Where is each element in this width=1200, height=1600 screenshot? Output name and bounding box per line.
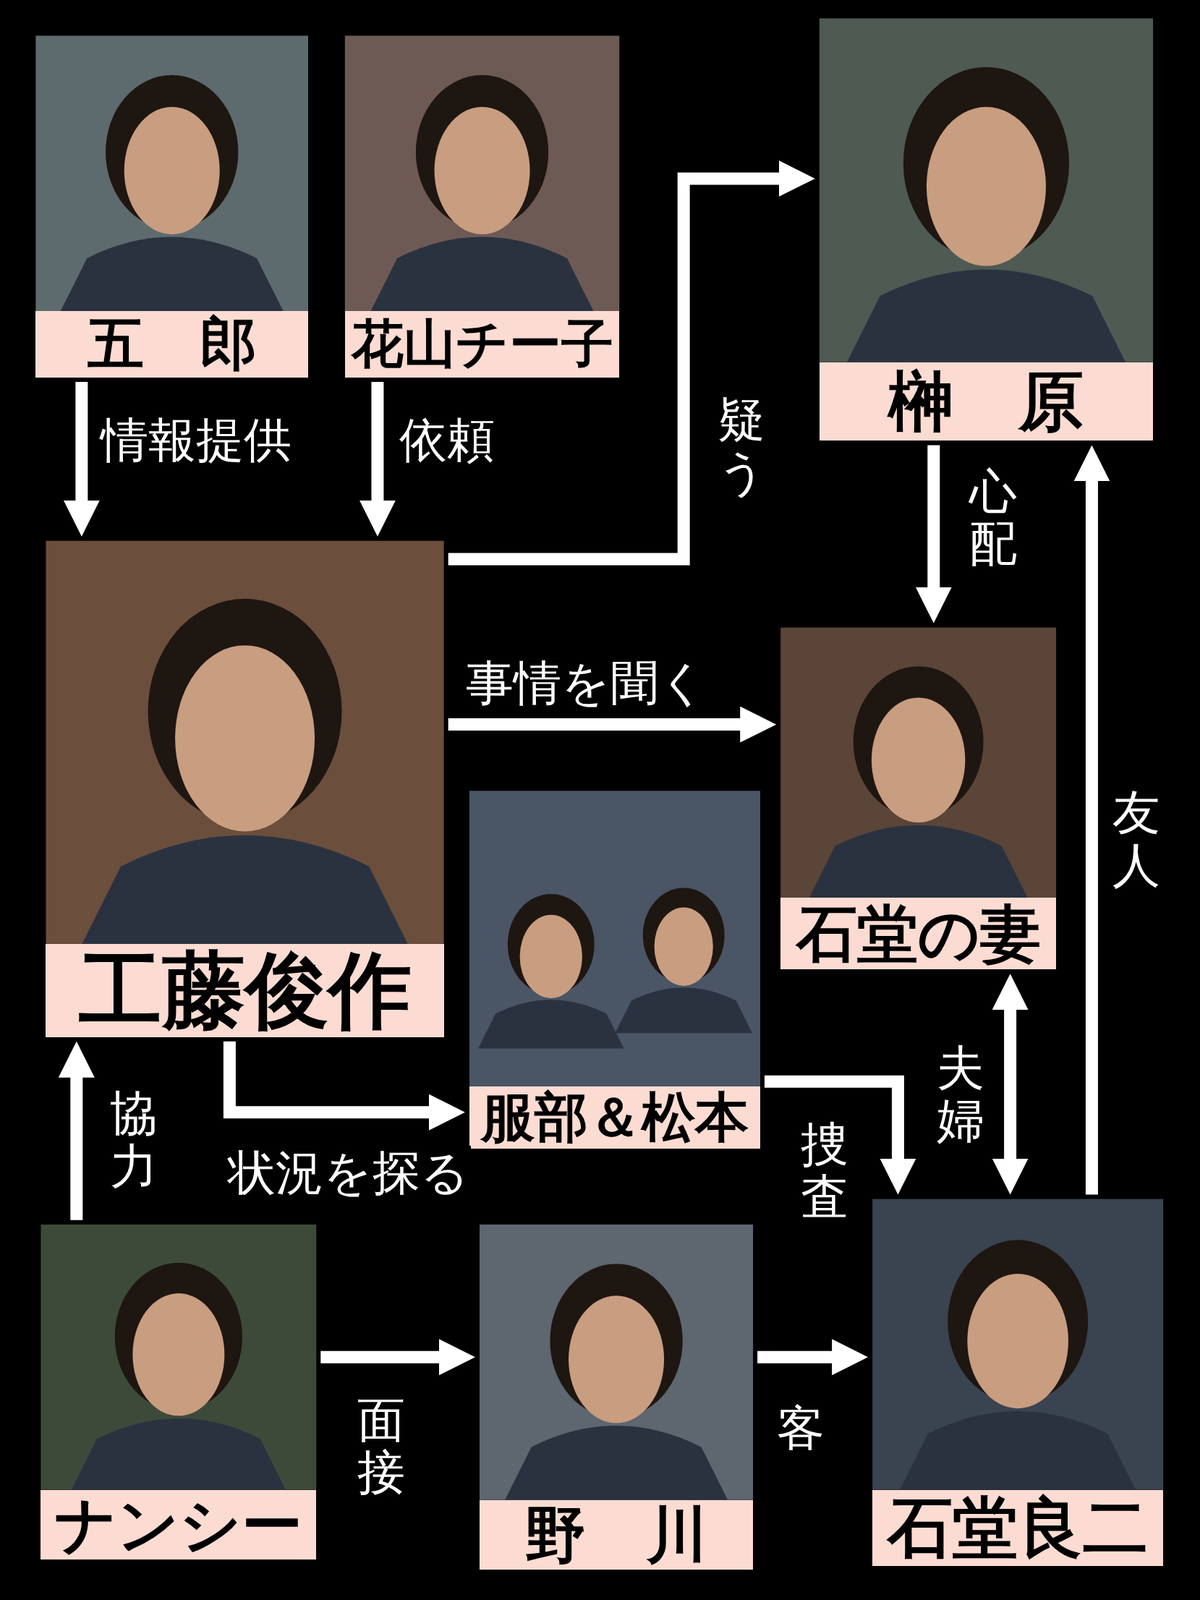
character-name: 石堂良二 [887,1493,1148,1563]
relation-label-box: 友人 [1112,785,1161,894]
relation-label-box: 協力 [109,1086,158,1195]
name-plate: 花山チー子 [345,311,620,378]
relation-label: 客 [775,1401,827,1457]
relation-label-box: 捜査 [800,1117,849,1226]
relation-arrow [229,1041,437,1113]
name-plate: 野 川 [479,1500,753,1570]
relation-arrow [1085,473,1099,1195]
character-card: 石堂良二 [872,1199,1164,1567]
character-name: 石堂の妻 [796,901,1041,966]
relation-arrow [448,718,748,731]
name-plate: 工藤俊作 [45,943,444,1038]
character-name: 工藤俊作 [78,946,412,1035]
character-name: 榊 原 [888,367,1084,437]
character-card: 野 川 [479,1224,753,1570]
portrait [45,541,444,944]
relation-arrow [70,1070,83,1221]
relation-label: 友人 [1112,785,1161,894]
portrait [479,1224,753,1501]
character-card: 五 郎 [35,35,309,378]
name-plate: 石堂良二 [872,1490,1164,1567]
character-card: 榊 原 [819,18,1153,441]
portrait-frame [345,35,620,312]
name-plate: 石堂の妻 [780,897,1057,970]
name-plate: ナンシー [40,1490,317,1560]
portrait [872,1199,1164,1491]
relation-label-box: 情報提供 [99,413,293,468]
relation-label-box: 夫婦 [936,1040,985,1149]
portrait-frame [45,541,444,944]
relation-label: 夫婦 [936,1040,985,1149]
relation-label: 協力 [109,1086,158,1195]
relation-arrow [75,381,88,508]
character-name: 五 郎 [87,314,257,374]
name-plate: 服部＆松本 [469,1086,761,1149]
portrait-frame [780,627,1057,899]
character-name: 野 川 [525,1503,708,1567]
relation-arrow [320,1351,447,1364]
character-card: 花山チー子 [345,35,620,378]
relation-label: 依頼 [397,413,497,468]
relation-arrow [371,381,384,508]
relation-label-box: 心配 [969,464,1017,573]
relation-label-box: 事情を聞く [464,656,709,712]
relation-label: 面接 [357,1393,406,1501]
portrait-frame [469,790,761,1087]
character-card: 服部＆松本 [469,790,761,1149]
character-card: 工藤俊作 [45,541,444,1038]
portrait [469,790,761,1087]
portrait-frame [872,1199,1164,1491]
relation-label: 状況を探る [226,1145,471,1201]
character-card: 石堂の妻 [780,627,1057,970]
relation-label: 心配 [969,464,1017,573]
portrait-frame [35,35,309,312]
portrait-frame [40,1224,317,1491]
portrait-frame [479,1224,753,1501]
character-name: 花山チー子 [351,316,614,372]
relation-label: 疑う [717,392,766,501]
relation-arrow [1003,1002,1017,1166]
name-plate: 五 郎 [35,311,309,378]
portrait [345,35,620,312]
portrait [35,35,309,312]
character-name: 服部＆松本 [481,1089,749,1146]
portrait [40,1224,317,1491]
name-plate: 榊 原 [819,362,1153,442]
relation-arrow [927,444,940,594]
relation-label-box: 疑う [717,392,766,501]
relation-arrow [757,1351,840,1364]
relation-label-box: 状況を探る [226,1145,471,1201]
relation-label: 情報提供 [99,413,293,468]
relation-label-box: 面接 [357,1393,406,1501]
relation-label-box: 客 [775,1401,827,1457]
character-card: ナンシー [40,1224,317,1560]
relation-label: 捜査 [800,1117,849,1226]
character-name: ナンシー [54,1492,303,1557]
relation-label-box: 依頼 [397,413,497,468]
portrait [780,627,1057,899]
portrait-frame [819,18,1153,362]
relation-label: 事情を聞く [464,656,709,712]
portrait [819,18,1153,362]
